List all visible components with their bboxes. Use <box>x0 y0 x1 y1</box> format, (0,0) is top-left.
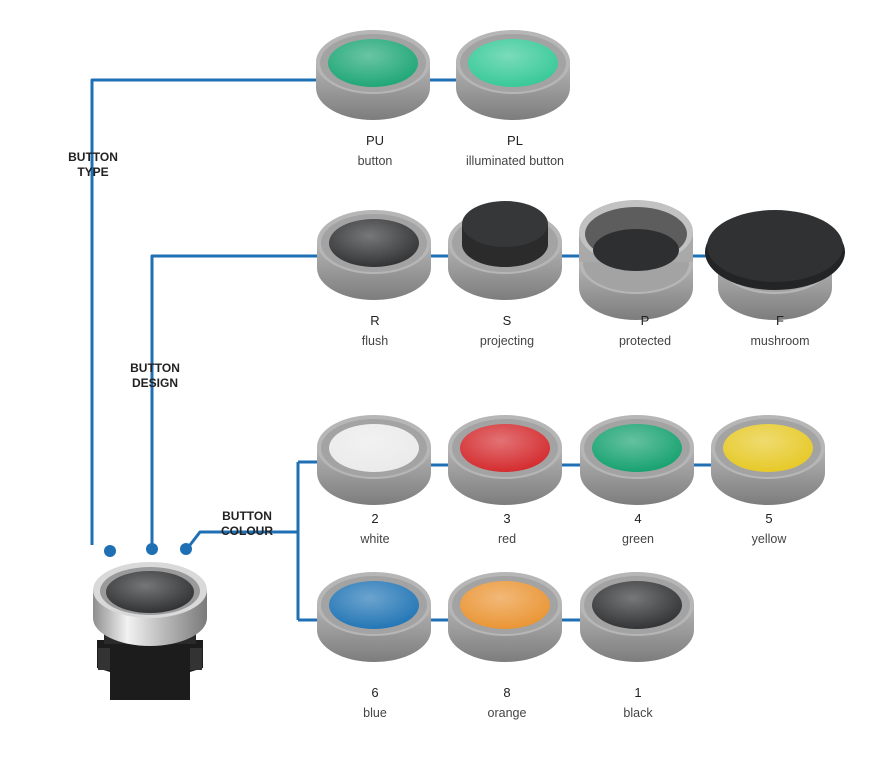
connector-dot <box>104 545 116 557</box>
connector-button-colour-stub <box>188 530 298 546</box>
button-design-p <box>579 200 693 320</box>
button-type-pl <box>456 30 570 120</box>
connector-button-design <box>150 254 320 549</box>
button-colour-red <box>448 415 562 505</box>
button-design-f <box>705 210 845 320</box>
category-button-colour: BUTTON COLOUR <box>221 509 273 538</box>
category-button-type: BUTTON TYPE <box>68 150 118 179</box>
button-type-pu <box>316 30 430 120</box>
category-button-design: BUTTON DESIGN <box>130 361 180 390</box>
button-design-r <box>317 210 431 300</box>
button-colour-white <box>317 415 431 505</box>
buttons-layer <box>93 30 845 700</box>
connector-dot <box>146 543 158 555</box>
button-colour-blue <box>317 572 431 662</box>
connector-dot <box>180 543 192 555</box>
button-colour-green <box>580 415 694 505</box>
connector-button-type <box>90 78 318 545</box>
button-colour-black <box>580 572 694 662</box>
button-colour-yellow <box>711 415 825 505</box>
button-design-s <box>448 201 562 300</box>
assembled-pushbutton <box>93 562 207 700</box>
button-colour-orange <box>448 572 562 662</box>
